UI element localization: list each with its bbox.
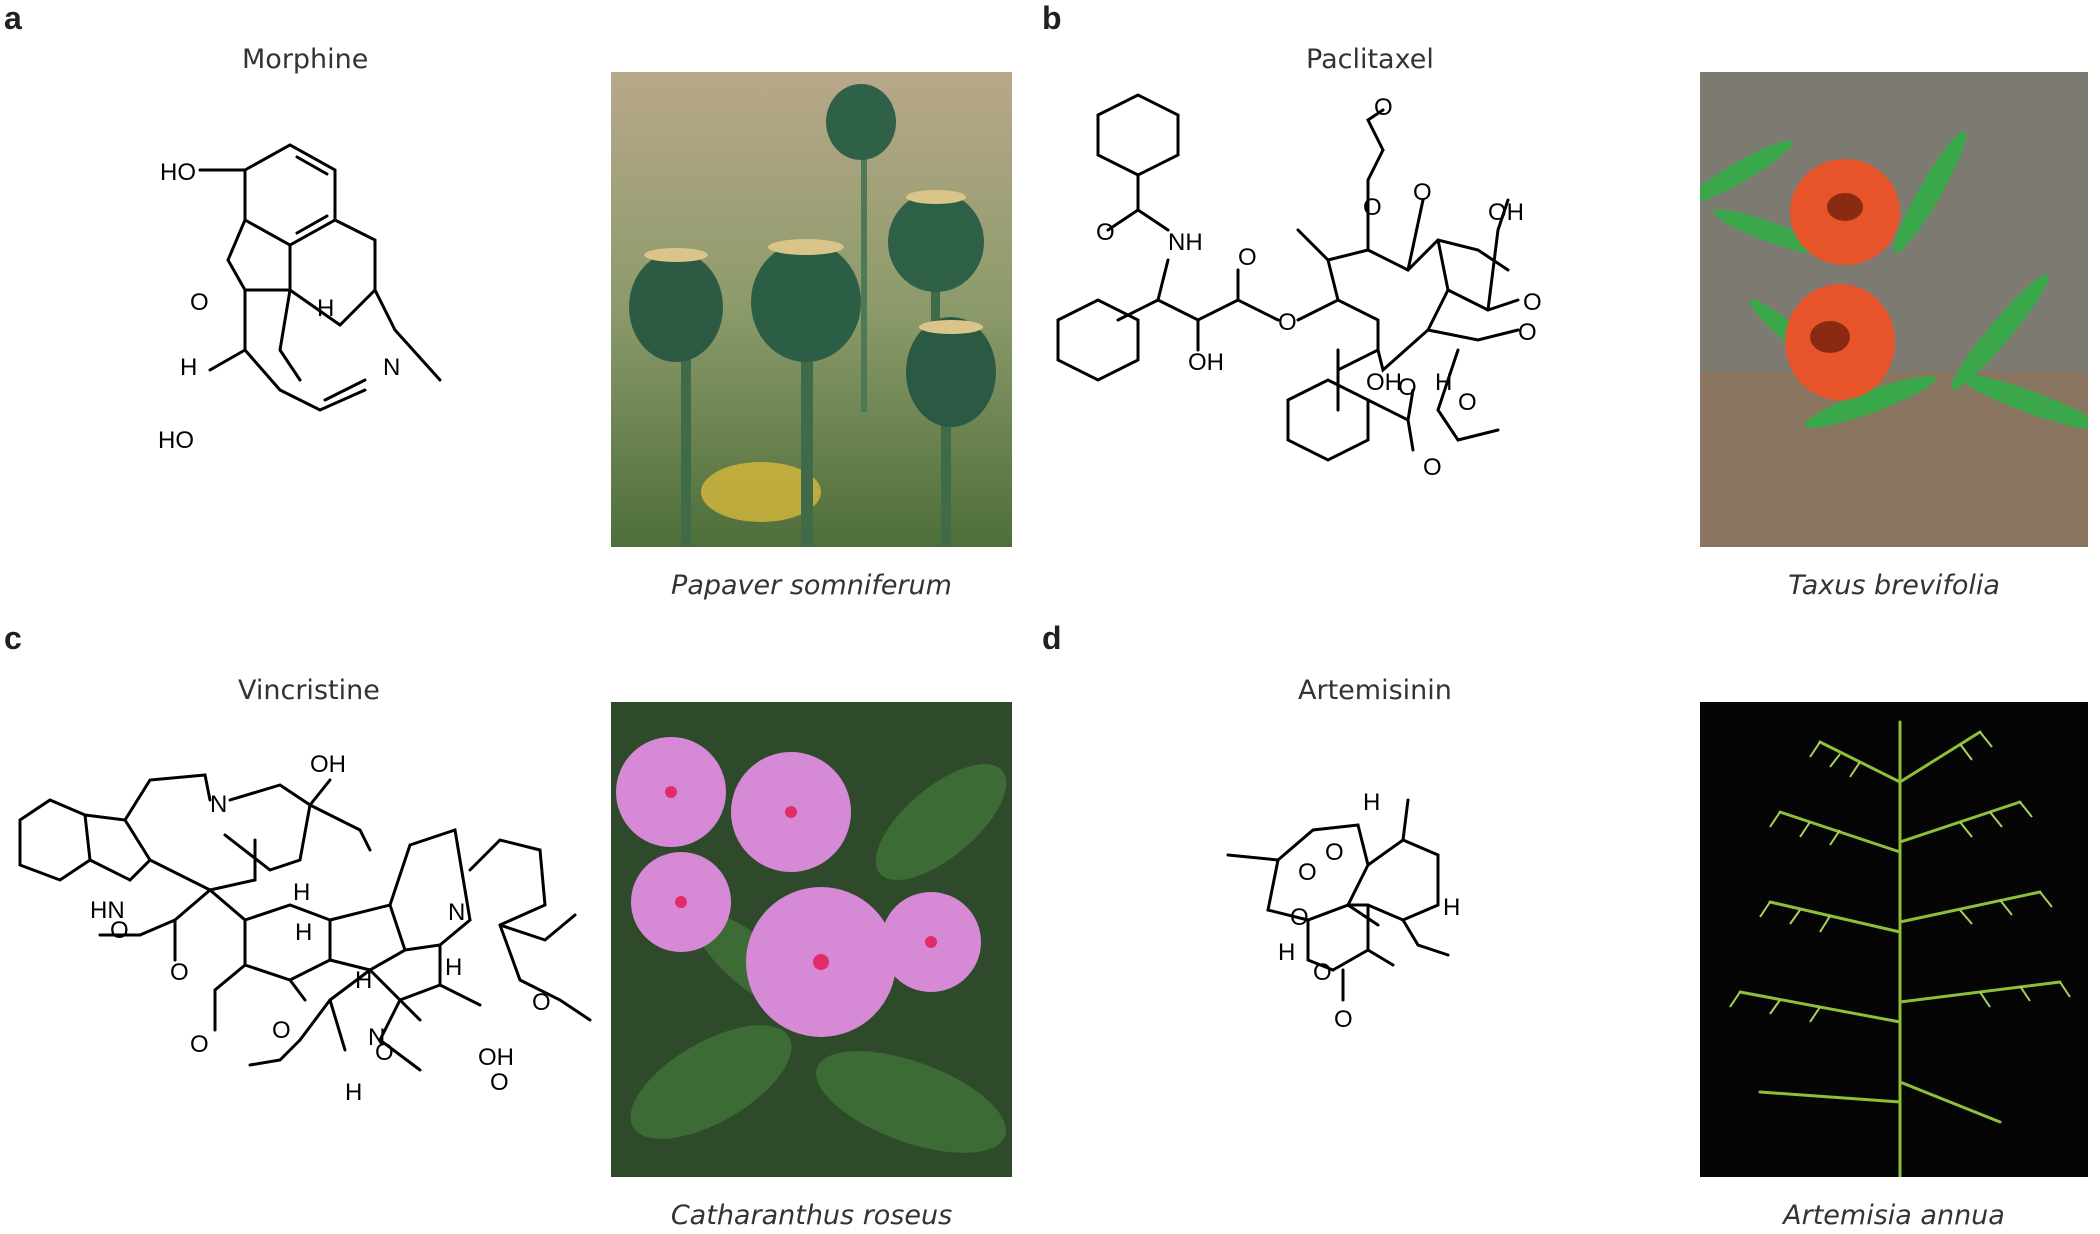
- paclitaxel-structure: O NH O O OH O O O OH O OH O H O O O: [1038, 90, 1598, 560]
- atom-label: O: [532, 989, 551, 1016]
- atom-label: OH: [310, 751, 346, 778]
- atom-label: H: [317, 295, 334, 322]
- atom-label: H: [180, 354, 197, 381]
- species-name: Catharanthus roseus: [670, 1200, 953, 1231]
- atom-label: O: [490, 1069, 509, 1096]
- atom-label: O: [1518, 319, 1537, 346]
- atom-label: O: [110, 917, 129, 944]
- atom-label: OH: [1366, 369, 1402, 396]
- panel-a: a Morphine HO O H HO H: [0, 0, 1050, 614]
- compound-name: Morphine: [242, 44, 369, 75]
- atom-label: HO: [160, 159, 196, 186]
- atom-label: N: [383, 354, 400, 381]
- atom-label: H: [1443, 894, 1460, 921]
- atom-label: H: [1278, 939, 1295, 966]
- atom-label: O: [375, 1039, 394, 1066]
- atom-label: O: [1096, 219, 1115, 246]
- atom-label: O: [1363, 194, 1382, 221]
- panel-b: b Paclitaxel: [1038, 0, 2088, 614]
- atom-label: O: [1423, 454, 1442, 481]
- atom-label: O: [1290, 904, 1309, 931]
- atom-label: OH: [1188, 349, 1224, 376]
- atom-label: O: [1298, 859, 1317, 886]
- atom-label: O: [1313, 959, 1332, 986]
- atom-label: O: [190, 289, 209, 316]
- atom-label: H: [345, 1079, 362, 1106]
- atom-label: O: [190, 1031, 209, 1058]
- atom-label: HN: [90, 897, 125, 924]
- panel-letter: d: [1042, 620, 1062, 656]
- panel-letter: c: [4, 620, 22, 656]
- compound-name: Paclitaxel: [1306, 44, 1434, 75]
- compound-name: Artemisinin: [1298, 675, 1452, 706]
- compound-name: Vincristine: [238, 675, 380, 706]
- panel-letter: b: [1042, 0, 1062, 36]
- species-name: Papaver somniferum: [671, 570, 952, 601]
- periwinkle-photo: [611, 702, 1012, 1177]
- atom-label: N: [368, 1024, 385, 1051]
- atom-label: H: [293, 879, 310, 906]
- atom-label: O: [1374, 94, 1393, 121]
- panel-letter: a: [4, 0, 22, 36]
- atom-label: N: [448, 899, 465, 926]
- atom-label: O: [1523, 289, 1542, 316]
- atom-label: H: [445, 954, 462, 981]
- atom-label: N: [210, 791, 227, 818]
- vincristine-structure: OH N HN H O O O H N O H N O OH O O H H: [0, 720, 600, 1190]
- atom-label: O: [1325, 839, 1344, 866]
- atom-label: O: [1398, 374, 1417, 401]
- atom-label: HO: [158, 427, 194, 454]
- panel-c: c Vincristine: [0, 620, 1050, 1234]
- species-name: Artemisia annua: [1783, 1200, 2005, 1231]
- atom-label: H: [295, 919, 312, 946]
- yew-photo: [1700, 72, 2088, 547]
- atom-label: O: [1278, 309, 1297, 336]
- atom-label: H: [1435, 369, 1452, 396]
- atom-label: O: [1413, 179, 1432, 206]
- morphine-structure: HO O H HO H N: [0, 90, 600, 560]
- panel-d: d Artemisinin H O O O H H O O: [1038, 620, 2088, 1234]
- atom-label: NH: [1168, 229, 1203, 256]
- poppy-photo: [611, 72, 1012, 547]
- atom-label: H: [355, 967, 372, 994]
- atom-label: O: [272, 1017, 291, 1044]
- sweet-wormwood-photo: [1700, 702, 2088, 1177]
- atom-label: OH: [478, 1044, 514, 1071]
- atom-label: O: [1334, 1006, 1353, 1033]
- atom-label: H: [1363, 789, 1380, 816]
- species-name: Taxus brevifolia: [1788, 570, 2000, 601]
- atom-label: O: [170, 959, 189, 986]
- artemisinin-structure: H O O O H H O O: [1138, 770, 1538, 1070]
- atom-label: O: [1238, 244, 1257, 271]
- atom-label: O: [1458, 389, 1477, 416]
- atom-label: OH: [1488, 199, 1524, 226]
